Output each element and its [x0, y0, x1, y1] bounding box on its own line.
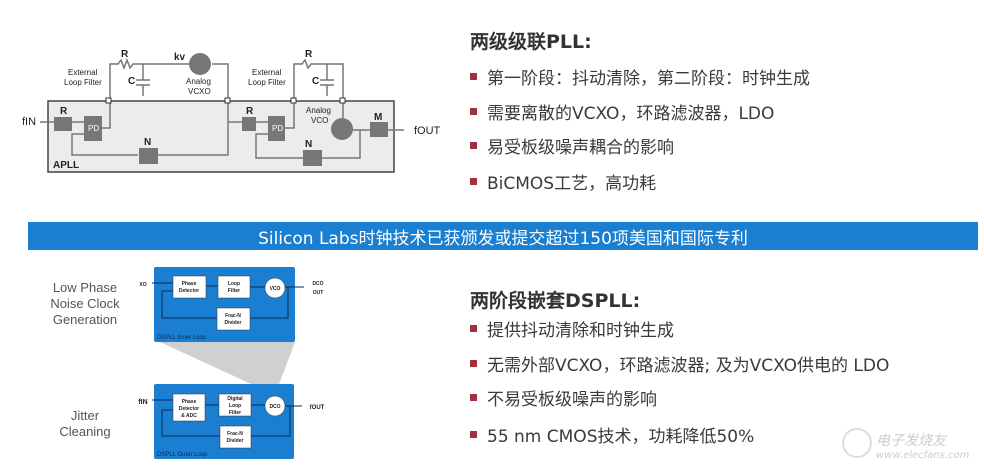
svg-text:R: R — [60, 106, 68, 117]
bullet-icon — [470, 142, 477, 149]
list-item: 提供抖动清除和时钟生成 — [470, 316, 674, 341]
svg-text:Analog: Analog — [186, 77, 211, 86]
svg-text:R: R — [121, 49, 129, 60]
vco-oscillator-icon — [331, 118, 353, 140]
svg-text:fOUT: fOUT — [310, 405, 325, 411]
svg-text:DCO: DCO — [269, 404, 280, 410]
watermark-logo-icon — [842, 428, 872, 458]
phase-detector-block — [172, 275, 207, 299]
bullet-icon — [470, 431, 477, 438]
svg-text:Frac-N: Frac-N — [225, 313, 241, 319]
pd-block-2 — [268, 116, 285, 141]
fracn-divider-block-2 — [219, 425, 252, 449]
svg-text:Divider: Divider — [225, 320, 242, 326]
svg-text:VCXO: VCXO — [188, 87, 211, 96]
svg-text:N: N — [144, 137, 151, 148]
pd-block-1 — [84, 116, 102, 141]
svg-text:Divider: Divider — [227, 438, 244, 444]
dco-circle — [264, 395, 286, 417]
svg-text:DCO: DCO — [312, 281, 323, 287]
m-divider — [370, 122, 388, 137]
fracn-divider-block-1 — [216, 307, 251, 331]
svg-text:C: C — [128, 76, 135, 87]
vco-circle — [264, 277, 286, 299]
svg-text:External: External — [252, 68, 282, 77]
patent-banner: Silicon Labs时钟技术已获颁发或提交超过150项美国和国际专利 — [28, 222, 978, 250]
svg-text:Loop Filter: Loop Filter — [64, 78, 102, 87]
loop-filter-block — [217, 275, 251, 299]
bullet-icon — [470, 394, 477, 401]
svg-text:M: M — [374, 112, 382, 123]
svg-text:R: R — [305, 49, 313, 60]
digital-loop-filter-block — [218, 393, 252, 417]
n-divider-2 — [303, 150, 322, 166]
list-item: 第一阶段：抖动清除，第二阶段：时钟生成 — [470, 64, 810, 89]
list-item: BiCMOS工艺，高功耗 — [470, 169, 656, 194]
svg-text:Frac-N: Frac-N — [227, 431, 243, 437]
n-divider-1 — [139, 148, 158, 164]
svg-text:fIN: fIN — [138, 399, 147, 406]
list-item: 易受板级噪声耦合的影响 — [470, 133, 674, 158]
svg-text:N: N — [305, 139, 312, 150]
watermark-title: 电子发烧友 — [876, 433, 946, 449]
svg-text:PD: PD — [272, 124, 283, 133]
svg-text:VCO: VCO — [311, 116, 328, 125]
section1-title: 两级级联PLL: — [470, 31, 592, 53]
svg-text:kv: kv — [174, 52, 186, 63]
svg-text:Filter: Filter — [229, 410, 241, 416]
phase-detector-adc-block — [172, 393, 206, 422]
svg-text:Loop: Loop — [228, 281, 240, 287]
svg-text:Phase: Phase — [182, 399, 197, 405]
svg-text:OUT: OUT — [313, 290, 324, 296]
list-item: 55 nm CMOS技术，功耗降低50% — [470, 422, 754, 447]
svg-text:Filter: Filter — [228, 288, 240, 294]
svg-text:R: R — [246, 106, 254, 117]
svg-text:Phase: Phase — [182, 281, 197, 287]
list-item: 不易受板级噪声的影响 — [470, 385, 657, 410]
svg-text:DSPLL Inner Loop: DSPLL Inner Loop — [157, 335, 207, 341]
section2-title: 两阶段嵌套DSPLL: — [470, 290, 641, 312]
svg-text:Analog: Analog — [306, 106, 331, 115]
list-item: 无需外部VCXO，环路滤波器; 及为VCXO供电的 LDO — [470, 351, 889, 376]
r-divider-2 — [242, 117, 256, 131]
svg-text:C: C — [312, 76, 319, 87]
svg-text:Detector: Detector — [179, 288, 199, 294]
svg-text:Digital: Digital — [227, 396, 243, 402]
svg-text:External: External — [68, 68, 98, 77]
svg-text:Detector: Detector — [179, 406, 199, 412]
fout-label: fOUT — [414, 125, 441, 137]
apll-blocks — [54, 53, 388, 166]
bullet-icon — [470, 325, 477, 332]
apll-box-label: APLL — [53, 160, 79, 171]
bullet-icon — [470, 360, 477, 367]
fin-label: fIN — [22, 116, 36, 128]
apll-diagram: fIN fOUT R R R R C C kv N N M PD PD Exte… — [22, 49, 441, 173]
svg-text:PD: PD — [88, 124, 99, 133]
svg-text:XO: XO — [139, 282, 146, 288]
vcxo-oscillator-icon — [189, 53, 211, 75]
svg-text:DSPLL Outer Loop: DSPLL Outer Loop — [157, 452, 208, 458]
bullet-icon — [470, 108, 477, 115]
list-item: 需要离散的VCXO，环路滤波器，LDO — [470, 99, 774, 124]
watermark-url: www.elecfans.com — [876, 450, 970, 461]
svg-text:& ADC: & ADC — [181, 413, 197, 419]
svg-text:Loop: Loop — [229, 403, 241, 409]
svg-text:VCO: VCO — [270, 286, 281, 292]
svg-text:Loop Filter: Loop Filter — [248, 78, 286, 87]
bullet-icon — [470, 178, 477, 185]
r-divider-1 — [54, 117, 72, 131]
bullet-icon — [470, 73, 477, 80]
